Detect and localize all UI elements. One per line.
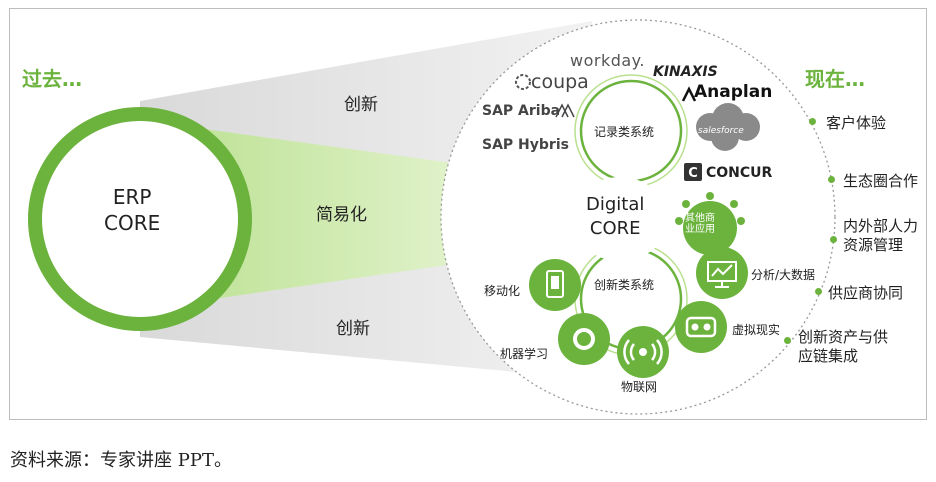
erp-core-line2: CORE — [104, 211, 161, 235]
iot-badge — [617, 326, 669, 378]
brand-kinaxis: KINAXIS — [653, 64, 718, 80]
erp-core-title: ERP CORE — [104, 184, 160, 236]
tech-mobile: 移动化 — [484, 284, 521, 298]
analytics-badge — [696, 247, 748, 299]
innovation-systems-label: 创新类系统 — [594, 278, 655, 292]
outcome-ecosystem: 生态圈合作 — [843, 172, 919, 190]
present-label: 现在… — [805, 67, 865, 91]
tech-analytics: 分析/大数据 — [751, 268, 816, 282]
digital-core-title: Digital CORE — [586, 193, 644, 241]
salesforce-logo — [696, 103, 760, 151]
funnel-label-top: 创新 — [344, 95, 378, 115]
brand-sap-ariba: SAP Ariba — [482, 103, 561, 119]
brand-concur: CONCUR — [706, 165, 773, 181]
diagram-frame: C — [9, 8, 927, 420]
past-label: 过去… — [22, 67, 82, 91]
brand-sap-hybris: SAP Hybris — [482, 137, 569, 153]
erp-core-line1: ERP — [112, 185, 152, 209]
erp-core-inner — [42, 121, 238, 317]
brand-coupa: coupa — [531, 71, 589, 93]
outcome-bullet-4 — [815, 288, 822, 295]
outcome-customer-experience: 客户体验 — [826, 114, 887, 132]
source-caption: 资料来源：专家讲座 PPT。 — [10, 450, 232, 471]
outcome-bullet-5 — [784, 337, 791, 344]
funnel-label-bottom: 创新 — [336, 319, 370, 339]
brand-workday: workday. — [570, 51, 645, 70]
concur-icon — [684, 163, 702, 181]
outcome-bullet-3 — [830, 236, 837, 243]
coupa-icon — [515, 74, 531, 90]
tech-vr: 虚拟现实 — [732, 323, 781, 337]
ariba-icon — [555, 103, 575, 118]
anaplan-icon — [681, 86, 697, 102]
brand-salesforce: salesforce — [698, 126, 744, 136]
vr-badge — [675, 301, 727, 353]
outcome-bullet-2 — [828, 176, 835, 183]
mobile-badge — [529, 259, 581, 311]
outcome-supplier: 供应商协同 — [828, 284, 904, 302]
other-apps-label: 其他商业应用 — [685, 213, 715, 235]
tech-machine-learning: 机器学习 — [500, 347, 549, 361]
machine-learning-badge — [558, 313, 610, 365]
other-apps-badge — [675, 192, 745, 255]
tech-iot: 物联网 — [621, 380, 658, 394]
record-systems-label: 记录类系统 — [594, 125, 655, 139]
outcome-bullet-1 — [809, 118, 816, 125]
svg-text:C: C — [688, 166, 698, 181]
digital-core-line2: CORE — [589, 218, 641, 239]
outcome-hr: 内外部人力资源管理 — [843, 217, 919, 254]
brand-anaplan: Anaplan — [694, 82, 773, 102]
digital-core-line1: Digital — [586, 194, 645, 215]
digital-core-blob — [572, 177, 668, 261]
diagram-canvas: C — [28, 19, 836, 415]
funnel-label-middle: 简易化 — [316, 205, 367, 225]
outcome-innovation-supply: 创新资产与供应链集成 — [798, 328, 889, 365]
